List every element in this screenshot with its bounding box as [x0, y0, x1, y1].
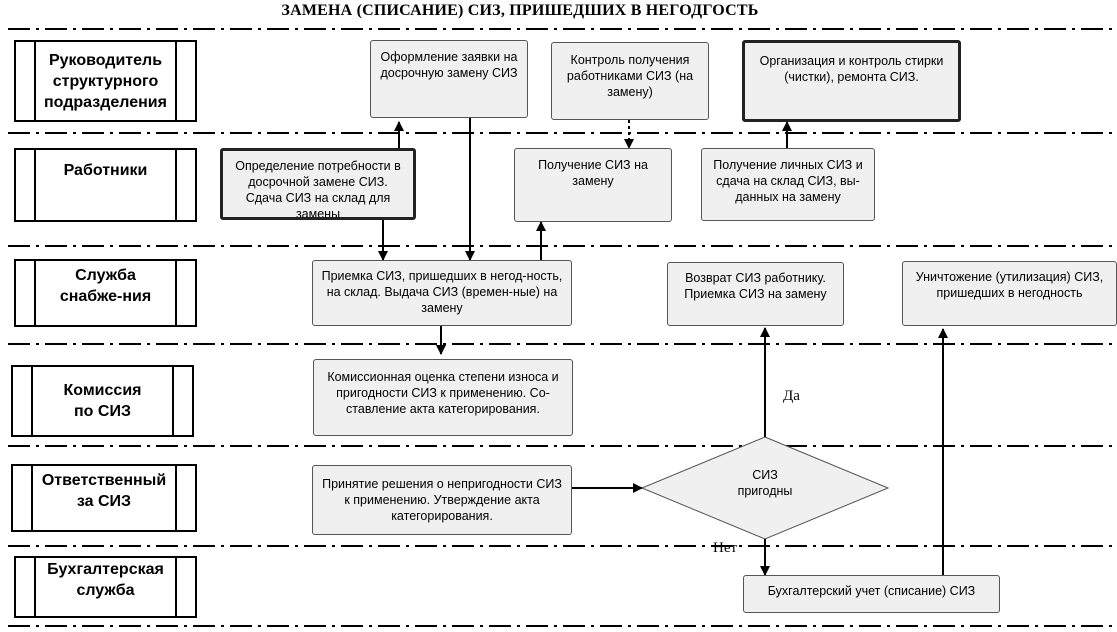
node-accounting: Бухгалтерский учет (списание) СИЗ	[743, 575, 1000, 613]
node-decision: Принятие решения о непригодности СИЗ к п…	[312, 465, 572, 535]
node-need: Определение потребности в досрочной заме…	[220, 148, 416, 220]
node-destroy: Уничтожение (утилизация) СИЗ, пришедших …	[902, 261, 1117, 326]
decision-diamond-label: СИЗ пригодны	[737, 468, 793, 498]
node-control-receipt: Контроль получения работниками СИЗ (на з…	[551, 42, 709, 120]
lane-header-manager: Руководитель структурного подразделения	[14, 40, 197, 122]
lane-header-supply: Служба снабже-ния	[14, 259, 197, 327]
node-commission: Комиссионная оценка степени износа и при…	[313, 359, 573, 436]
node-request: Оформление заявки на досрочную замену СИ…	[370, 40, 528, 118]
label-no: Нет	[713, 540, 738, 556]
lane-header-commission: Комиссия по СИЗ	[11, 365, 194, 437]
node-receive: Получение СИЗ на замену	[514, 148, 672, 222]
label-yes: Да	[783, 388, 800, 404]
page-title: ЗАМЕНА (СПИСАНИЕ) СИЗ, ПРИШЕДШИХ В НЕГОД…	[281, 2, 759, 19]
node-return: Возврат СИЗ работнику. Приемка СИЗ на за…	[667, 262, 844, 326]
lane-header-accounting: Бухгалтерская служба	[14, 556, 197, 618]
node-organize-wash: Организация и контроль стирки (чистки), …	[742, 40, 961, 122]
lane-header-workers: Работники	[14, 148, 197, 222]
node-receive-personal: Получение личных СИЗ и сдача на склад СИ…	[701, 148, 875, 221]
node-accept: Приемка СИЗ, пришедших в негод-ность, на…	[312, 260, 572, 326]
lane-header-responsible: Ответственный за СИЗ	[11, 464, 197, 532]
